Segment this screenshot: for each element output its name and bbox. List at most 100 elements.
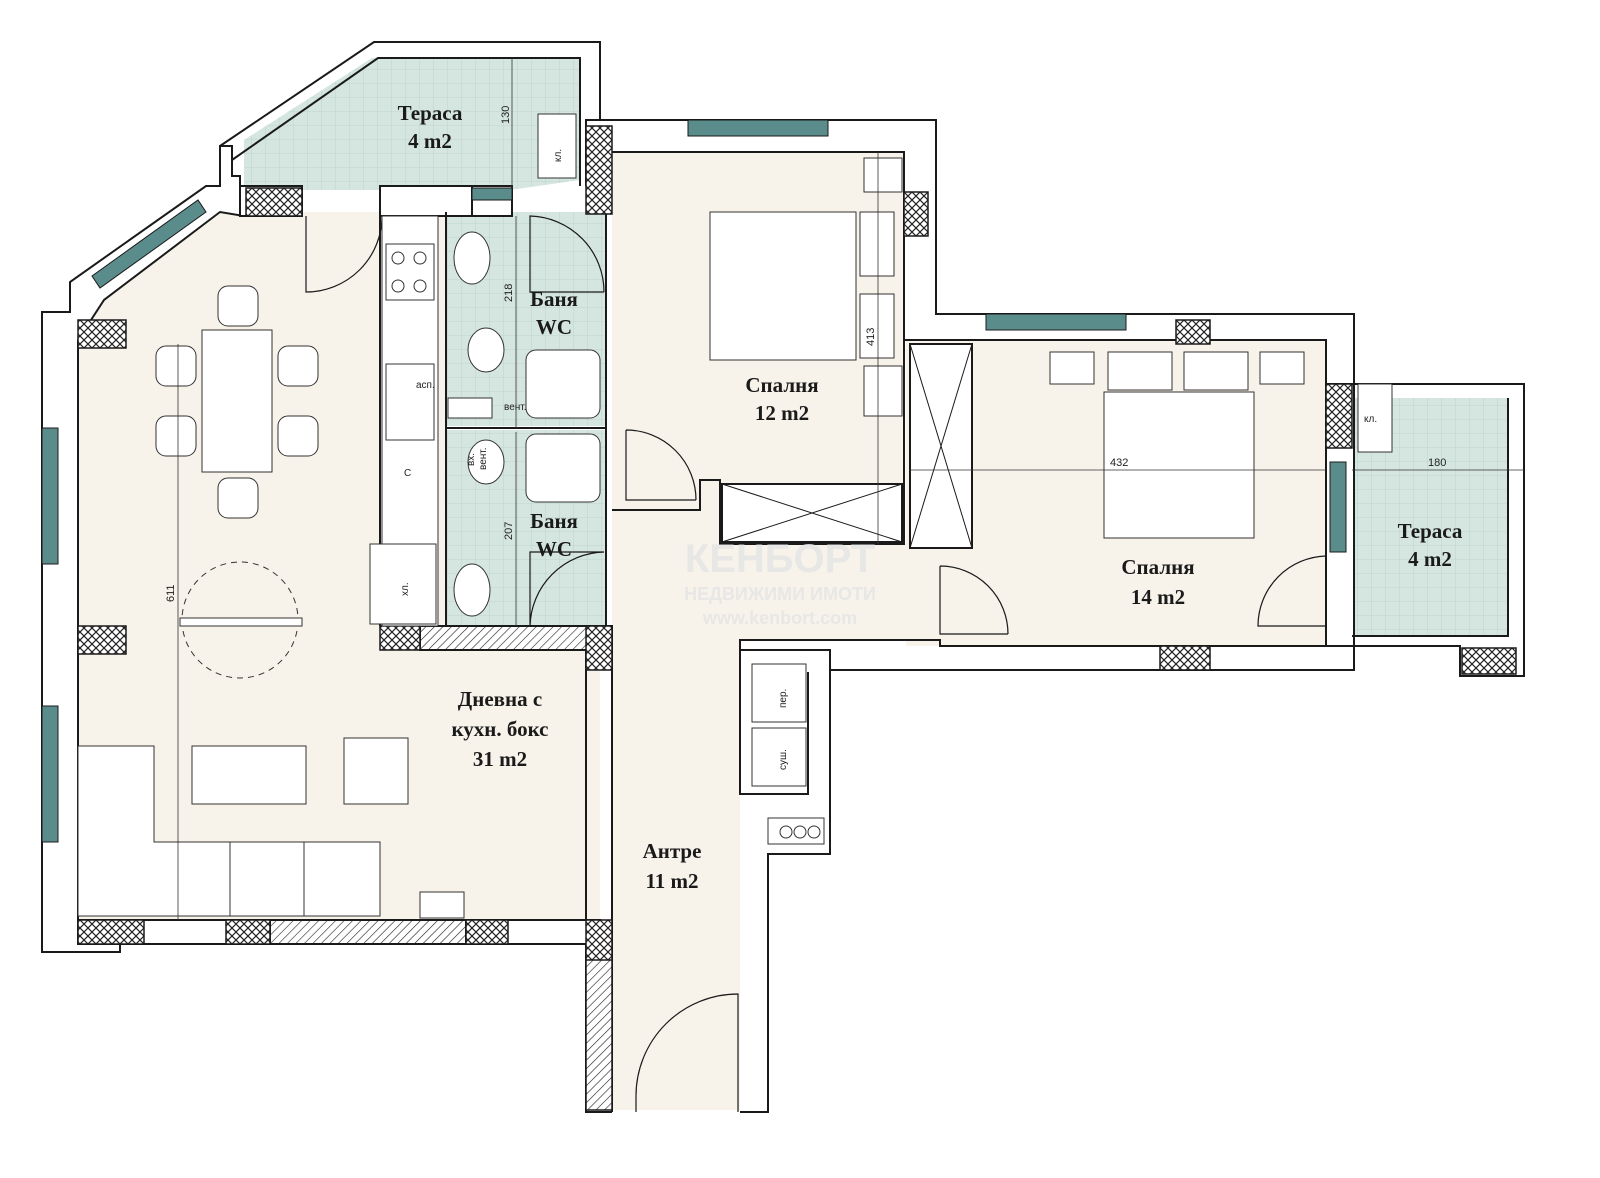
tv-stand — [179, 617, 303, 627]
tag-washer: пер. — [778, 689, 789, 708]
door-bedroom-large — [939, 565, 1009, 635]
shower — [525, 349, 601, 419]
closet-small-x — [721, 483, 903, 543]
wardrobe-small — [863, 365, 903, 417]
storage-right — [1357, 383, 1393, 453]
storage-top — [537, 113, 577, 179]
chair — [155, 415, 197, 457]
tag-dryer: суш. — [778, 749, 789, 770]
burner — [413, 251, 427, 265]
dim-bedroom-large: 432 — [1110, 457, 1128, 469]
chair — [217, 285, 259, 327]
dryer-box — [751, 727, 807, 787]
washbasin — [453, 563, 491, 617]
bath-bottom-wall — [419, 625, 607, 651]
bedroom-small-area: 12 m2 — [755, 401, 809, 425]
column — [1325, 383, 1353, 449]
hall-area: 11 m2 — [645, 869, 698, 893]
coffee-table — [191, 745, 307, 805]
window-top-large — [985, 313, 1127, 331]
window-left-2 — [41, 705, 59, 843]
column — [245, 187, 303, 217]
stove — [385, 243, 435, 301]
washer-box — [751, 663, 807, 723]
pillow — [1183, 351, 1249, 391]
outer-wall-bottom — [78, 919, 612, 1113]
terrace-right-railing — [1352, 384, 1525, 676]
bath-upper-name: Баня — [530, 287, 578, 311]
living-area: 31 m2 — [473, 747, 527, 771]
bedroom-small-name: Спалня — [745, 373, 818, 397]
washbasin — [453, 231, 491, 285]
living-bottom-wall — [269, 919, 467, 945]
door-terrace-right — [1257, 555, 1327, 627]
hall-bedroom-wall — [612, 340, 905, 545]
burner — [391, 279, 405, 293]
living-line1: Дневна с — [458, 687, 542, 711]
hall-floor — [612, 510, 940, 1110]
fixture-tags: кл. кл. хл. С асп. вент. вент. вх. пер. … — [400, 149, 1377, 770]
door-living — [305, 215, 383, 293]
tag-hood: асп. — [416, 380, 435, 391]
tag-vent-lower: вент. — [478, 447, 489, 470]
furniture — [77, 113, 1393, 919]
terrace-top-floor — [244, 58, 580, 190]
bedroom-small-outer — [586, 119, 1525, 1113]
toilet — [467, 439, 505, 485]
tag-kitchen-c: С — [404, 468, 411, 479]
columns — [77, 125, 1517, 1111]
bedroom-small-inner — [612, 151, 1327, 795]
column — [77, 919, 145, 945]
chair — [277, 345, 319, 387]
vent-shaft — [447, 397, 493, 419]
meter — [779, 825, 793, 839]
meter — [807, 825, 821, 839]
bed-large — [1103, 391, 1255, 539]
nightstand — [1259, 351, 1305, 385]
tag-storage-top: кл. — [553, 149, 564, 162]
terrace-top-name: Тераса — [398, 101, 463, 125]
bed-small — [709, 211, 857, 361]
hall-name: Антре — [643, 839, 702, 863]
column — [1461, 647, 1517, 675]
burner — [413, 279, 427, 293]
window-nw — [91, 199, 207, 289]
column — [379, 625, 421, 651]
chair — [155, 345, 197, 387]
chair — [217, 477, 259, 519]
closet-between-x — [909, 343, 973, 549]
sink — [385, 363, 435, 441]
tag-inlet: вх. — [466, 453, 477, 466]
living-line2: кухн. бокс — [451, 717, 548, 741]
nightstand — [1049, 351, 1095, 385]
watermark-line2: НЕДВИЖИМИ ИМОТИ — [684, 584, 876, 604]
dim-bath-upper: 218 — [503, 284, 515, 302]
toilet — [467, 327, 505, 373]
dimension-labels: 130 218 207 413 432 180 611 — [165, 106, 1446, 602]
tag-storage-right: кл. — [1364, 414, 1377, 425]
wall-terrace-kitchen — [379, 185, 473, 217]
column — [1159, 645, 1211, 671]
tag-wardrobe-kitchen: хл. — [400, 582, 411, 596]
column — [903, 191, 929, 237]
column — [77, 319, 127, 349]
watermark: КЕНБОРТ НЕДВИЖИМИ ИМОТИ www.kenbort.com — [684, 537, 876, 628]
windows — [41, 119, 1347, 843]
column — [225, 919, 271, 945]
pillow — [1107, 351, 1173, 391]
room-labels: Тераса 4 m2 Баня WC Баня WC Спалня 12 m2… — [398, 101, 1463, 893]
terrace-right-name: Тераса — [1398, 519, 1463, 543]
bedroom-large-name: Спалня — [1121, 555, 1194, 579]
bath-partitions — [379, 212, 607, 626]
burner — [391, 251, 405, 265]
nightstand — [859, 211, 895, 277]
fridge — [369, 543, 437, 625]
chair — [277, 415, 319, 457]
watermark-line1: КЕНБОРТ — [685, 537, 875, 581]
door-bath-upper — [529, 215, 605, 293]
meter — [793, 825, 807, 839]
socket-box — [419, 891, 465, 919]
column — [77, 625, 127, 655]
dim-bath-lower: 207 — [503, 522, 515, 540]
